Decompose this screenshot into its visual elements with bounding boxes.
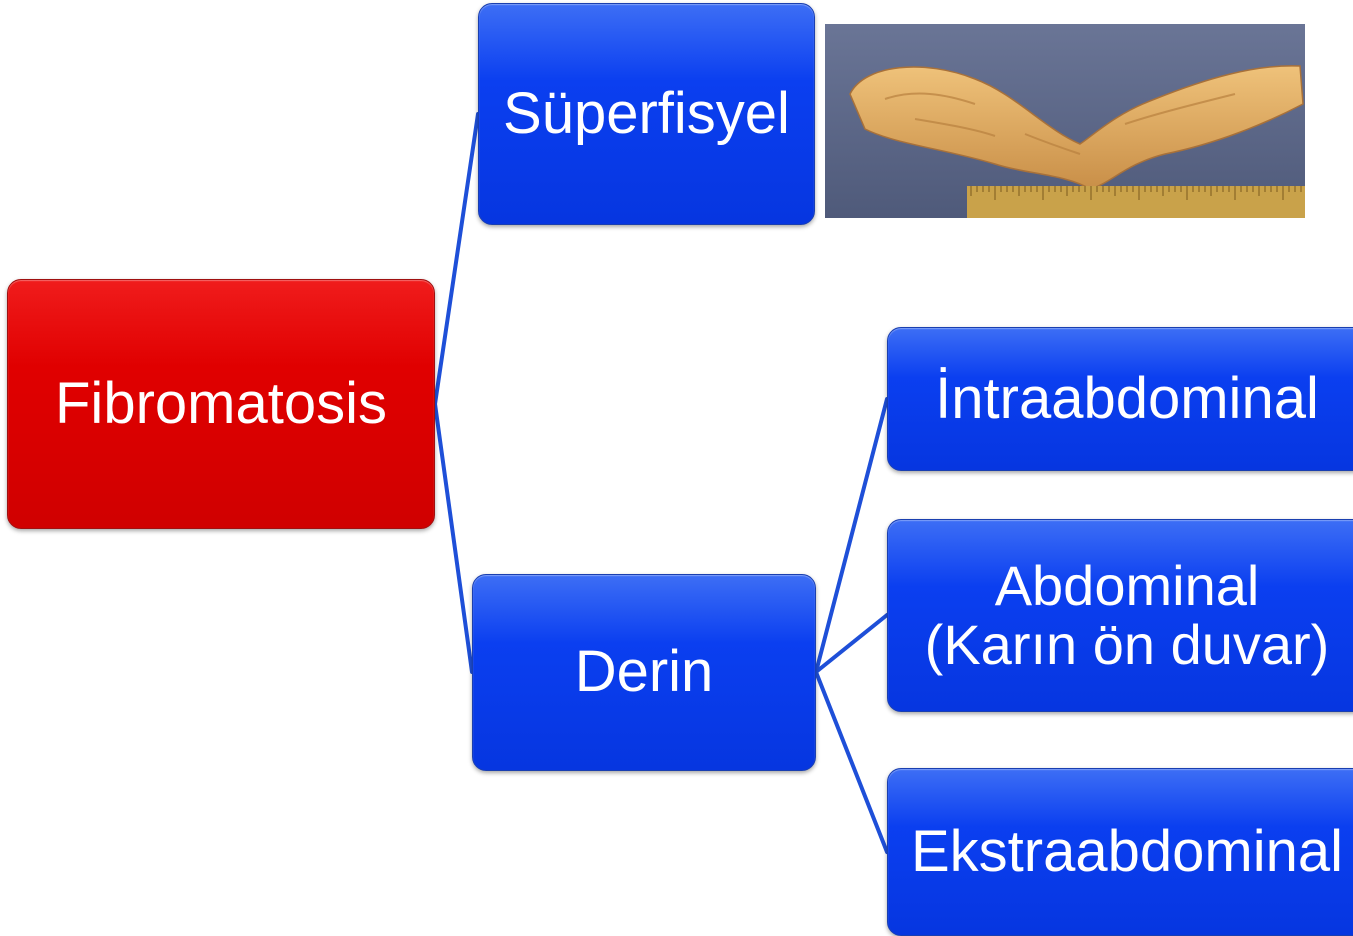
tissue-specimen [849,65,1304,190]
ruler [967,186,1305,218]
leaf-node-intraabdominal: İntraabdominal [887,327,1353,471]
gross-specimen-photo [825,24,1305,218]
branch-node-deep: Derin [472,574,816,771]
branch-node-superficial: Süperfisyel [478,3,815,225]
abdominal-node-label-line1: Abdominal [994,553,1260,617]
deep-node-label: Derin [574,639,714,705]
root-node-label: Fibromatosis [55,370,387,436]
superficial-node-label: Süperfisyel [503,80,790,146]
intraabdominal-node-label: İntraabdominal [935,365,1319,431]
ekstraabdominal-node-label: Ekstraabdominal [911,818,1343,884]
tissue-texture [884,92,1236,155]
connector-deep-intra [814,397,889,674]
ruler-ticks [970,186,1302,200]
connector-root-deep [433,402,474,674]
connector-root-superficial [433,112,480,406]
abdominal-node-label-line2: (Karın ön duvar) [924,612,1330,676]
connector-deep-extra [814,670,889,854]
leaf-node-ekstraabdominal: Ekstraabdominal [887,768,1353,936]
leaf-node-abdominal: Abdominal (Karın ön duvar) [887,519,1353,712]
root-node-fibromatosis: Fibromatosis [7,279,435,529]
connector-deep-abdominal [814,613,889,674]
